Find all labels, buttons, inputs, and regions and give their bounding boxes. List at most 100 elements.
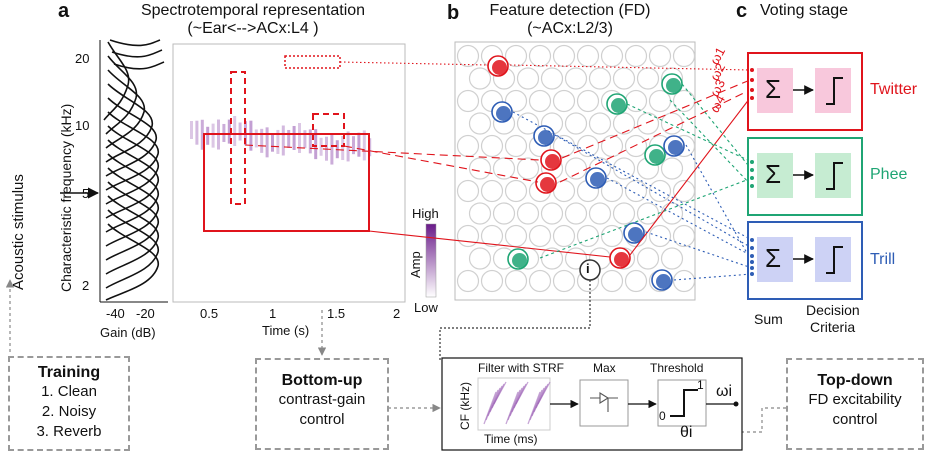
fd-neuron-twitter-fill xyxy=(614,252,629,267)
fd-neuron xyxy=(468,67,492,90)
fd-neuron xyxy=(672,89,696,113)
time-tick-0.5: 0.5 xyxy=(200,306,219,321)
fd-neuron xyxy=(600,44,624,68)
fd-neurons xyxy=(456,44,696,293)
strf-stroke xyxy=(515,381,529,405)
time-tick-1: 1 xyxy=(269,306,277,321)
fd-neuron xyxy=(516,157,540,180)
sum-icon-twitter: Σ xyxy=(765,74,782,104)
fd-neuron xyxy=(468,112,492,135)
fd-neuron xyxy=(504,134,528,158)
class-trill: Trill xyxy=(870,251,896,268)
fd-neuron-phee-fill xyxy=(666,78,681,93)
spectrogram-streak xyxy=(314,129,318,160)
decision-label-1: Decision xyxy=(806,302,860,318)
spectrogram-streak xyxy=(298,123,301,154)
fd-neuron xyxy=(516,202,540,225)
training-item-3: 3. Reverb xyxy=(36,423,102,440)
training-box: Training 1. Clean 2. Noisy 3. Reverb xyxy=(8,356,130,451)
fd-neuron xyxy=(456,44,480,68)
spectrogram-streak xyxy=(265,127,269,158)
spectrogram-streak xyxy=(233,115,237,146)
threshold-one: 1 xyxy=(697,378,704,392)
voting-twitter-box xyxy=(747,52,863,131)
gain-tick-40: -40 xyxy=(106,306,125,321)
bottom-up-line1: contrast-gain xyxy=(278,391,366,408)
spectrogram-streak xyxy=(357,132,361,157)
cf-label: CF (kHz) xyxy=(458,382,472,430)
fd-neuron xyxy=(624,89,648,113)
info-symbol: i xyxy=(586,261,590,276)
fd-neuron-trill-fill xyxy=(496,106,511,121)
panel-c-letter: c xyxy=(736,0,748,22)
panel-c-title: Voting stage xyxy=(760,2,849,19)
fd-neuron xyxy=(540,247,564,270)
spectrogram-streak xyxy=(303,130,307,149)
strf-pattern xyxy=(483,381,551,425)
spectrogram-streak xyxy=(341,136,345,161)
training-item-2: 2. Noisy xyxy=(41,403,97,420)
strf-stroke xyxy=(493,381,507,405)
fd-neuron xyxy=(600,269,624,293)
spectrogram-streak xyxy=(200,119,204,150)
fd-neuron xyxy=(504,44,528,68)
y-tick-20: 20 xyxy=(75,51,90,66)
voting-trill-box xyxy=(747,221,863,300)
max-box xyxy=(579,379,629,427)
fd-neuron xyxy=(552,224,576,248)
theta-label: θi xyxy=(680,424,693,441)
fd-neuron-twitter-fill xyxy=(492,60,507,75)
bottom-up-title: Bottom-up xyxy=(281,372,363,389)
strf-stroke xyxy=(537,381,551,405)
fd-neuron xyxy=(552,89,576,113)
spectrogram-frame xyxy=(172,43,406,303)
fd-neuron xyxy=(612,157,636,180)
fd-neuron xyxy=(624,134,648,158)
spectrogram-streak xyxy=(260,128,264,153)
threshold-label: Threshold xyxy=(650,361,704,375)
sum-icon-trill: Σ xyxy=(765,243,782,273)
spectrogram-streak xyxy=(271,133,274,152)
spectrogram-streak xyxy=(238,122,242,141)
fd-neuron xyxy=(612,202,636,225)
threshold-box xyxy=(657,379,707,427)
fd-neuron xyxy=(528,224,552,248)
fd-neuron xyxy=(552,269,576,293)
gain-tick-20: -20 xyxy=(136,306,155,321)
fd-neuron xyxy=(564,67,588,90)
fd-neuron xyxy=(540,67,564,90)
fd-neuron xyxy=(660,247,684,270)
spectrogram-streak xyxy=(287,129,291,148)
cochlear-filterbank xyxy=(103,39,165,301)
fd-neuron xyxy=(624,179,648,203)
fd-neuron xyxy=(588,202,612,225)
fd-neuron xyxy=(564,202,588,225)
colorbar-high: High xyxy=(412,206,439,221)
fd-neuron xyxy=(636,202,660,225)
fd-neuron-trill-fill xyxy=(668,140,683,155)
fd-neuron xyxy=(576,44,600,68)
highlight-dashed-box xyxy=(312,113,345,147)
fd-neuron xyxy=(492,202,516,225)
fd-neuron-twitter-fill xyxy=(540,177,555,192)
fd-neuron xyxy=(468,157,492,180)
fd-neuron xyxy=(504,179,528,203)
fd-neuron xyxy=(480,269,504,293)
spectrogram-streak xyxy=(330,134,334,165)
fd-neuron xyxy=(456,89,480,113)
fd-neuron xyxy=(480,224,504,248)
panel-a-letter: a xyxy=(58,0,70,22)
class-phee: Phee xyxy=(870,166,908,183)
time-tick-1.5: 1.5 xyxy=(327,306,346,321)
fd-neuron xyxy=(600,224,624,248)
fd-neuron xyxy=(528,44,552,68)
panel-b-letter: b xyxy=(447,2,460,24)
top-down-line1: FD excitability xyxy=(808,391,902,408)
spectrogram-streak xyxy=(227,119,231,144)
y-tick-5: 5 xyxy=(82,186,90,201)
fd-neuron xyxy=(456,224,480,248)
panel-b-title-line1: Feature detection (FD) xyxy=(489,2,651,19)
fd-neuron xyxy=(624,269,648,293)
acoustic-stimulus-label: Acoustic stimulus xyxy=(10,174,27,290)
fd-neuron xyxy=(528,269,552,293)
